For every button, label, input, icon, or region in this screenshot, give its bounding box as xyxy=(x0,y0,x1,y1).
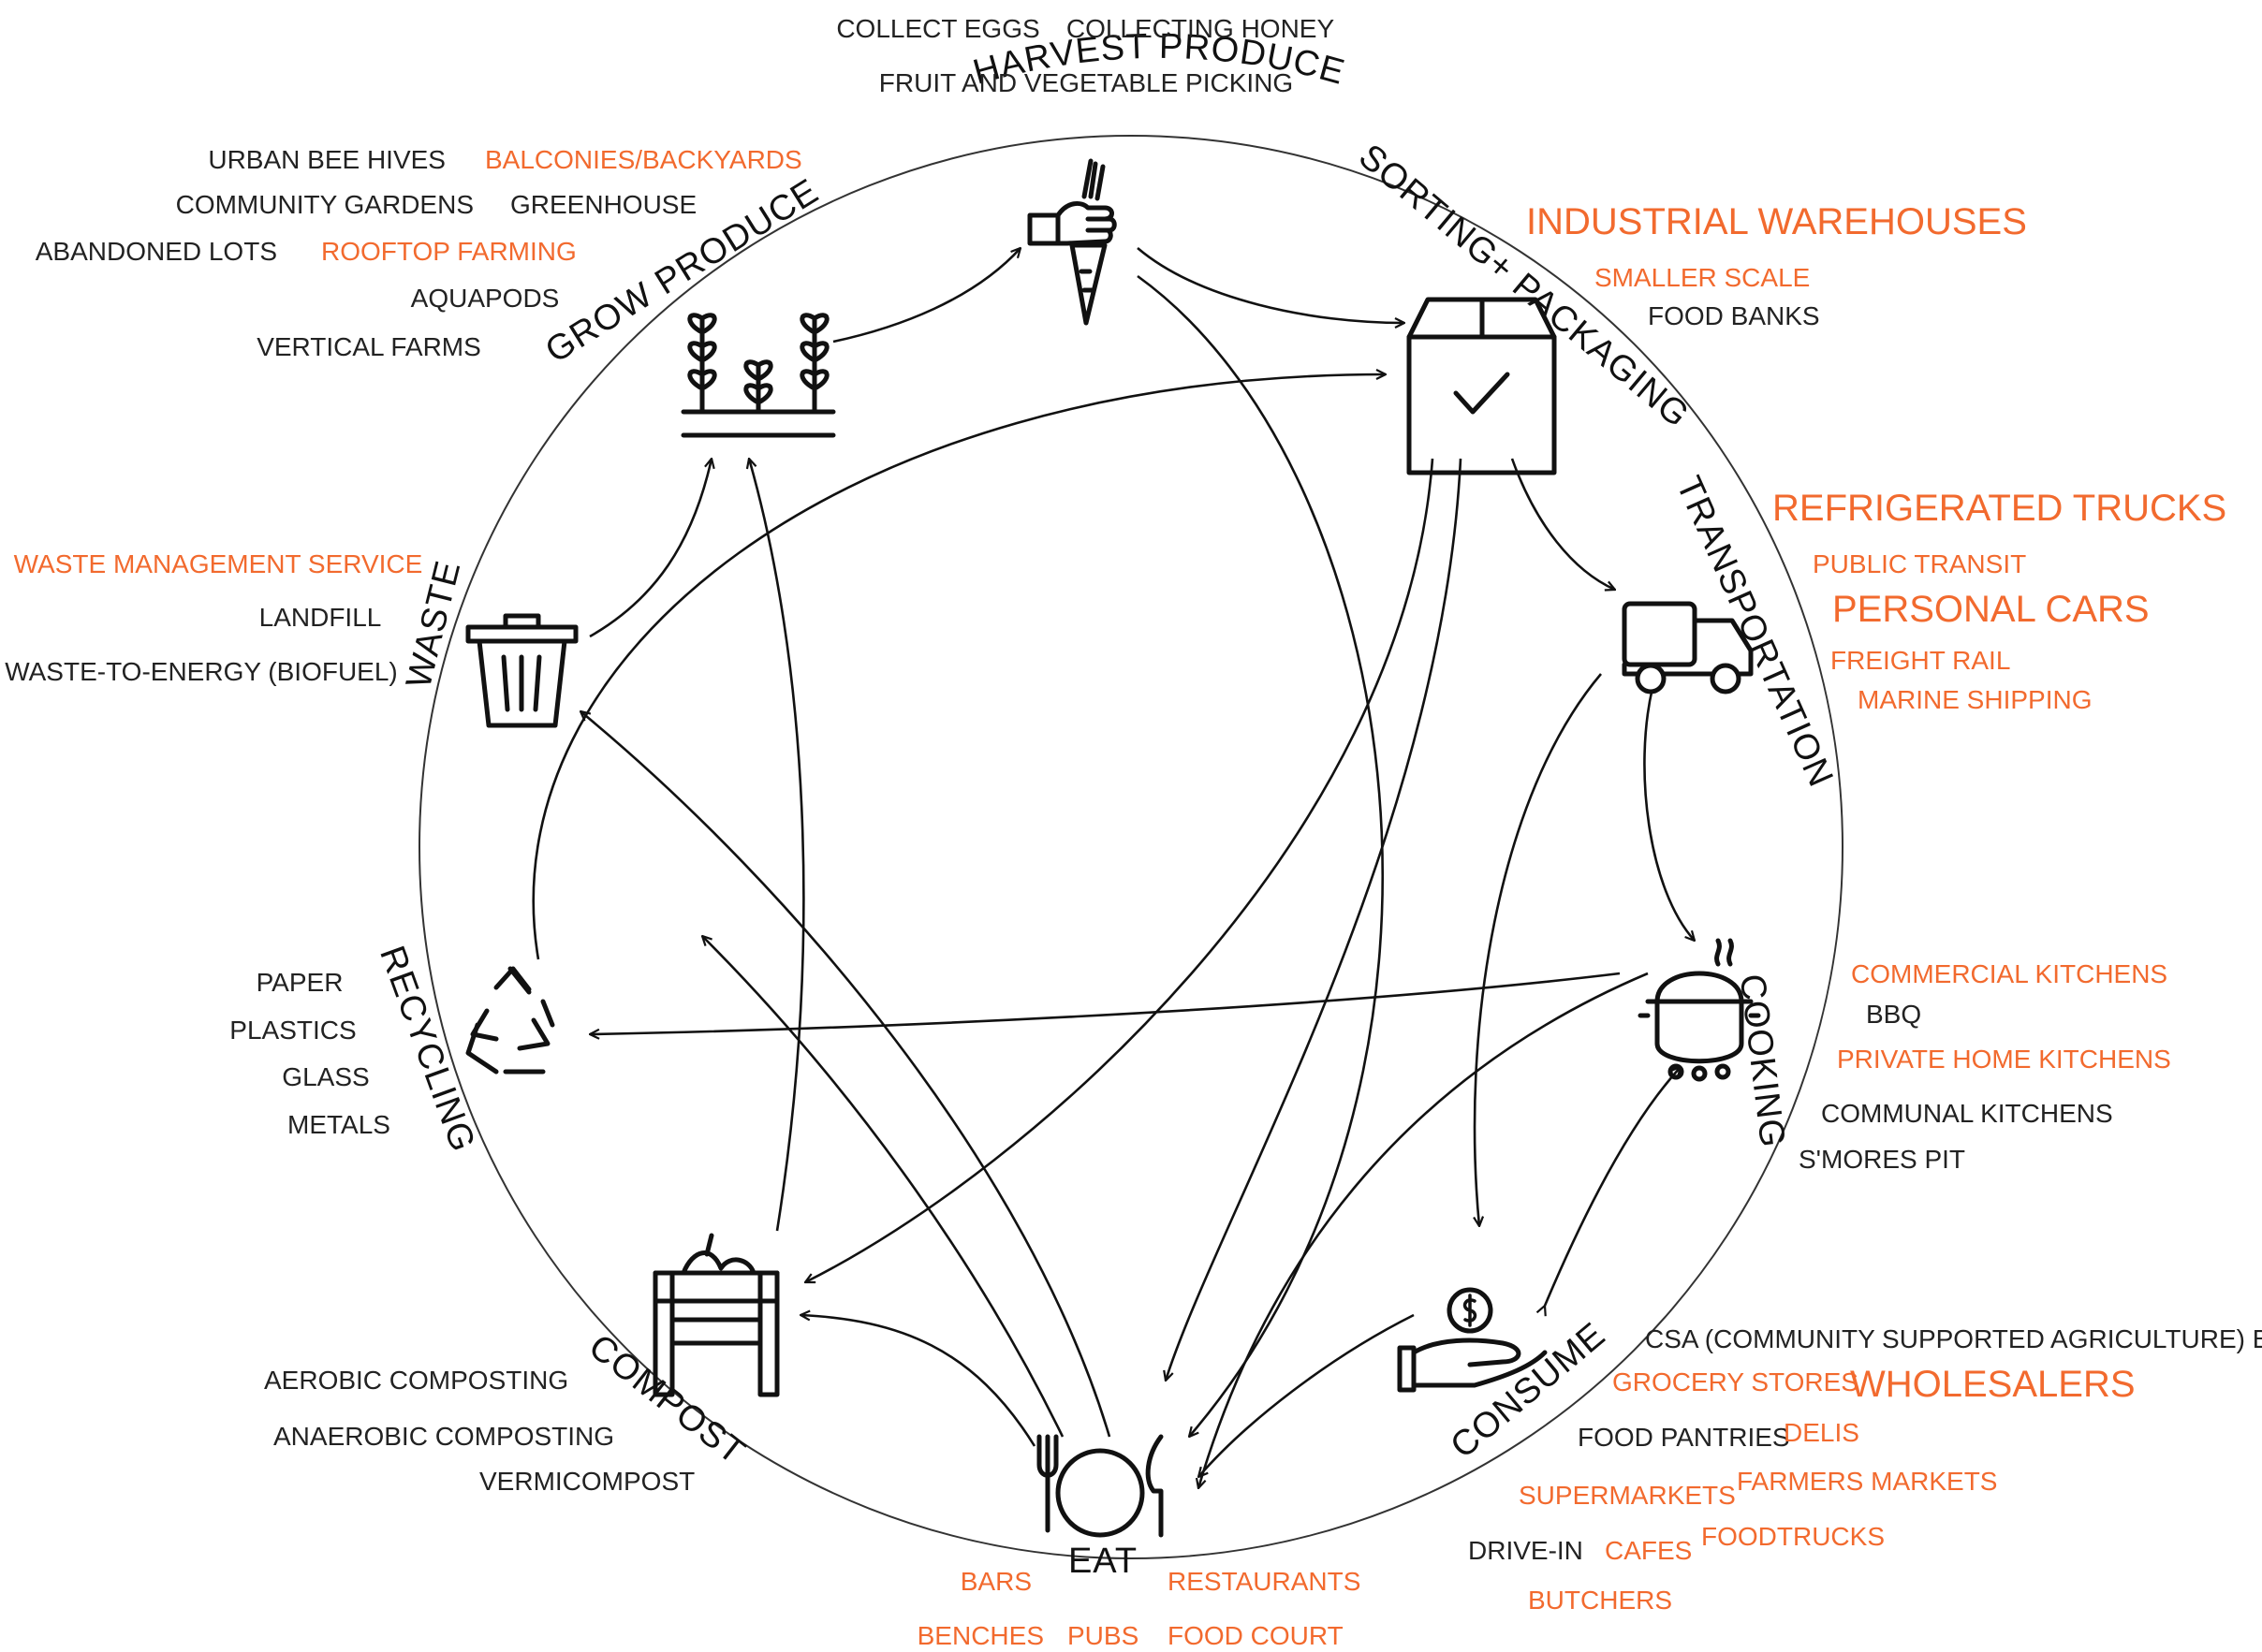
item-label: PUBLIC TRANSIT xyxy=(1813,549,2026,578)
item-label: PAPER xyxy=(257,968,344,997)
item-label: URBAN BEE HIVES xyxy=(208,145,446,174)
item-label: SMALLER SCALE xyxy=(1594,263,1810,292)
box-check-icon xyxy=(1406,297,1557,475)
item-label: COLLECTING HONEY xyxy=(1066,14,1335,43)
arrow-sorting-to-compost xyxy=(805,458,1434,1284)
item-label: REFRIGERATED TRUCKS xyxy=(1772,488,2226,529)
item-label: WASTE-TO-ENERGY (BIOFUEL) xyxy=(5,657,398,686)
arrow-grow-to-harvest xyxy=(832,248,1021,344)
item-label: CSA (COMMUNITY SUPPORTED AGRICULTURE) BO… xyxy=(1645,1324,2262,1353)
arrow-consume-to-eat xyxy=(1198,1313,1415,1477)
compost-items: AEROBIC COMPOSTING ANAEROBIC COMPOSTING … xyxy=(264,1366,695,1496)
arrow-recycle-to-sorting xyxy=(532,374,1386,960)
item-label: COMMUNAL KITCHENS xyxy=(1821,1099,2113,1128)
arrow-waste-to-grow xyxy=(589,459,712,638)
arrow-compost-to-grow xyxy=(749,459,805,1232)
item-label: COLLECT EGGS xyxy=(836,14,1039,43)
item-label: S'MORES PIT xyxy=(1799,1145,1965,1174)
arrow-cooking-to-eat xyxy=(1198,972,1649,1488)
item-label: AQUAPODS xyxy=(411,284,560,313)
item-label: CAFES xyxy=(1605,1536,1692,1565)
harvest-items: COLLECT EGGS COLLECTING HONEY FRUIT AND … xyxy=(836,14,1334,97)
item-label: METALS xyxy=(287,1110,390,1139)
item-label: FREIGHT RAIL xyxy=(1830,646,2010,675)
item-label: GLASS xyxy=(282,1062,369,1091)
item-label: AEROBIC COMPOSTING xyxy=(264,1366,568,1395)
item-label: FARMERS MARKETS xyxy=(1737,1467,1997,1496)
item-label: BENCHES xyxy=(918,1621,1044,1650)
item-label: COMMERCIAL KITCHENS xyxy=(1851,959,2167,988)
item-label: PRIVATE HOME KITCHENS xyxy=(1837,1045,2171,1074)
waste-items: WASTE MANAGEMENT SERVICE LANDFILL WASTE-… xyxy=(5,549,422,686)
hand-coin-icon xyxy=(1397,1287,1548,1393)
item-label: FOOD COURT xyxy=(1168,1621,1344,1650)
arrow-eat-to-waste-alt xyxy=(702,936,1065,1438)
item-label: VERMICOMPOST xyxy=(479,1467,695,1496)
item-label: FOODTRUCKS xyxy=(1701,1522,1885,1551)
stage-title-eat: EAT xyxy=(1068,1542,1138,1581)
arrow-eat-to-waste xyxy=(580,711,1111,1438)
arrow-eat-to-compost xyxy=(801,1315,1036,1447)
item-label: GREENHOUSE xyxy=(510,190,697,219)
arrow-harvest-to-eat xyxy=(1137,274,1385,1437)
item-label: WHOLESALERS xyxy=(1850,1364,2136,1405)
item-label: PLASTICS xyxy=(229,1016,356,1045)
item-label: COMMUNITY GARDENS xyxy=(176,190,474,219)
item-label: FOOD BANKS xyxy=(1648,301,1820,330)
plate-cutlery-icon xyxy=(1036,1434,1164,1538)
cooking-items: COMMERCIAL KITCHENS BBQ PRIVATE HOME KIT… xyxy=(1799,959,2171,1174)
item-label: LANDFILL xyxy=(259,603,382,632)
stage-titles: HARVEST PRODUCE GROW PRODUCE SORTING+ PA… xyxy=(372,27,1841,1581)
arrow-consume-cooking xyxy=(1545,1067,1681,1306)
arrow-harvest-to-sorting xyxy=(1137,247,1404,323)
item-label: VERTICAL FARMS xyxy=(257,332,481,361)
item-label: WASTE MANAGEMENT SERVICE xyxy=(14,549,423,578)
recycle-icon xyxy=(465,966,555,1075)
arrow-cooking-to-recycle xyxy=(590,972,1621,1034)
recycling-items: PAPER PLASTICS GLASS METALS xyxy=(229,968,390,1139)
item-label: ROOFTOP FARMING xyxy=(321,237,577,266)
item-label: RESTAURANTS xyxy=(1168,1567,1360,1596)
item-label: FOOD PANTRIES xyxy=(1578,1423,1790,1452)
compost-bin-icon xyxy=(653,1233,780,1397)
item-label: ANAEROBIC COMPOSTING xyxy=(273,1422,614,1451)
item-label: BALCONIES/BACKYARDS xyxy=(485,145,802,174)
item-label: BBQ xyxy=(1866,1000,1921,1029)
arrow-sorting-to-transport xyxy=(1510,458,1615,590)
transport-items: REFRIGERATED TRUCKS PUBLIC TRANSIT PERSO… xyxy=(1772,488,2226,714)
cycle-ring xyxy=(419,135,1843,1559)
stage-title-compost: COMPOST xyxy=(581,1327,753,1473)
item-label: PERSONAL CARS xyxy=(1832,589,2150,630)
item-label: MARINE SHIPPING xyxy=(1858,685,2092,714)
eat-items: BARS RESTAURANTS BENCHES PUBS FOOD COURT xyxy=(918,1567,1361,1650)
hand-carrot-icon xyxy=(1027,158,1117,326)
trash-can-icon xyxy=(465,613,579,728)
sorting-items: INDUSTRIAL WAREHOUSES SMALLER SCALE FOOD… xyxy=(1526,201,2027,330)
item-label: BUTCHERS xyxy=(1528,1586,1672,1615)
consume-items: CSA (COMMUNITY SUPPORTED AGRICULTURE) BO… xyxy=(1468,1324,2262,1615)
item-label: INDUSTRIAL WAREHOUSES xyxy=(1526,201,2027,242)
item-label: DELIS xyxy=(1784,1418,1859,1447)
item-label: SUPERMARKETS xyxy=(1519,1481,1736,1510)
truck-icon xyxy=(1622,601,1754,694)
item-label: BARS xyxy=(961,1567,1032,1596)
arrow-transport-to-consume xyxy=(1475,673,1602,1226)
item-label: ABANDONED LOTS xyxy=(36,237,277,266)
item-label: PUBS xyxy=(1067,1621,1138,1650)
item-label: FRUIT AND VEGETABLE PICKING xyxy=(879,68,1293,97)
item-label: DRIVE-IN xyxy=(1468,1536,1583,1565)
arrow-transport-to-cooking xyxy=(1643,687,1695,941)
item-label: GROCERY STORES xyxy=(1612,1367,1858,1396)
plants-icon xyxy=(681,313,836,438)
grow-items: URBAN BEE HIVES BALCONIES/BACKYARDS COMM… xyxy=(36,145,802,361)
pot-icon xyxy=(1638,938,1761,1082)
flow-arrows xyxy=(532,247,1695,1488)
